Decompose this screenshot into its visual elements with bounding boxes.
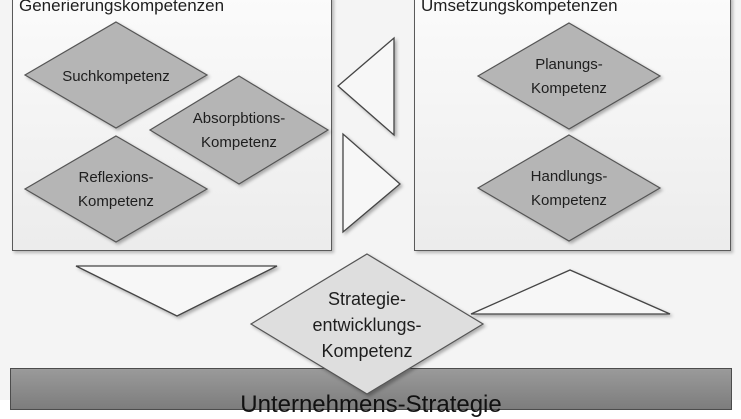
handlungskompetenz-label-line1: Handlungs-: [531, 168, 608, 185]
arrow-triangle-down-left: [75, 265, 278, 317]
planungskompetenz-label-line2: Kompetenz: [531, 80, 607, 97]
absorptionskompetenz-node: Absorpbtions- Kompetenz: [148, 75, 330, 185]
planungskompetenz-label-line1: Planungs-: [535, 56, 603, 73]
suchkompetenz-node: Suchkompetenz: [23, 21, 209, 129]
strategieentwicklungskompetenz-label-line3: Kompetenz: [321, 341, 412, 361]
strategieentwicklungskompetenz-diamond: [249, 253, 485, 395]
suchkompetenz-label: Suchkompetenz: [62, 68, 170, 85]
absorptionskompetenz-diamond: [148, 75, 330, 185]
generation-competencies-title: Generierungskompetenzen: [19, 0, 225, 15]
reflexionskompetenz-node: Reflexions- Kompetenz: [23, 135, 209, 243]
arrow-triangle-up-right: [470, 269, 671, 315]
planungskompetenz-node: Planungs- Kompetenz: [476, 22, 662, 130]
planungskompetenz-diamond: [476, 22, 662, 130]
strategieentwicklungskompetenz-label-line1: Strategie-: [328, 289, 406, 309]
handlungskompetenz-label-line2: Kompetenz: [531, 192, 607, 209]
strategieentwicklungskompetenz-node: Strategie- entwicklungs- Kompetenz: [249, 253, 485, 395]
diagram-shapes: Suchkompetenz Absorpbtions- Kompetenz Re…: [23, 21, 671, 395]
reflexionskompetenz-label-line1: Reflexions-: [78, 169, 153, 186]
suchkompetenz-diamond: [23, 21, 209, 129]
absorptionskompetenz-label-line2: Kompetenz: [201, 134, 277, 151]
handlungskompetenz-diamond: [476, 134, 662, 242]
arrow-triangle-left: [337, 36, 395, 137]
reflexionskompetenz-label-line2: Kompetenz: [78, 193, 154, 210]
arrow-triangle-right: [342, 132, 401, 234]
absorptionskompetenz-label-line1: Absorpbtions-: [193, 110, 286, 127]
implementation-competencies-title: Umsetzungskompetenzen: [421, 0, 618, 15]
handlungskompetenz-node: Handlungs- Kompetenz: [476, 134, 662, 242]
strategieentwicklungskompetenz-label-line2: entwicklungs-: [312, 315, 421, 335]
reflexionskompetenz-diamond: [23, 135, 209, 243]
